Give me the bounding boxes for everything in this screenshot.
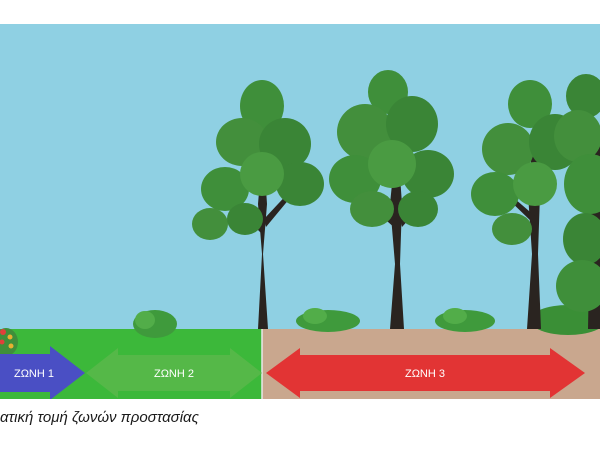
tree-icon (192, 80, 324, 329)
bush-icon (296, 308, 360, 332)
bush-icon (435, 308, 495, 332)
zone-1-arrow: ΖΩΝΗ 1 (0, 346, 85, 399)
tree-icon (471, 80, 581, 329)
tree-icon (554, 74, 600, 329)
zone-1-label: ΖΩΝΗ 1 (14, 368, 54, 380)
zone-3-arrow: ΖΩΝΗ 3 (266, 348, 585, 398)
protection-zones-diagram: ΖΩΝΗ 1 ΖΩΝΗ 2 ΖΩΝΗ 3 (0, 24, 600, 399)
zone-2-label: ΖΩΝΗ 2 (154, 368, 194, 380)
flower-bush-icon (0, 328, 18, 356)
zone-2-arrow: ΖΩΝΗ 2 (86, 348, 262, 398)
bush-icon (530, 305, 600, 335)
figure-caption: ατική τομή ζωνών προστασίας (0, 409, 199, 426)
tree-icon (329, 70, 454, 329)
bush-icon (133, 310, 177, 338)
zone-3-label: ΖΩΝΗ 3 (405, 368, 445, 380)
